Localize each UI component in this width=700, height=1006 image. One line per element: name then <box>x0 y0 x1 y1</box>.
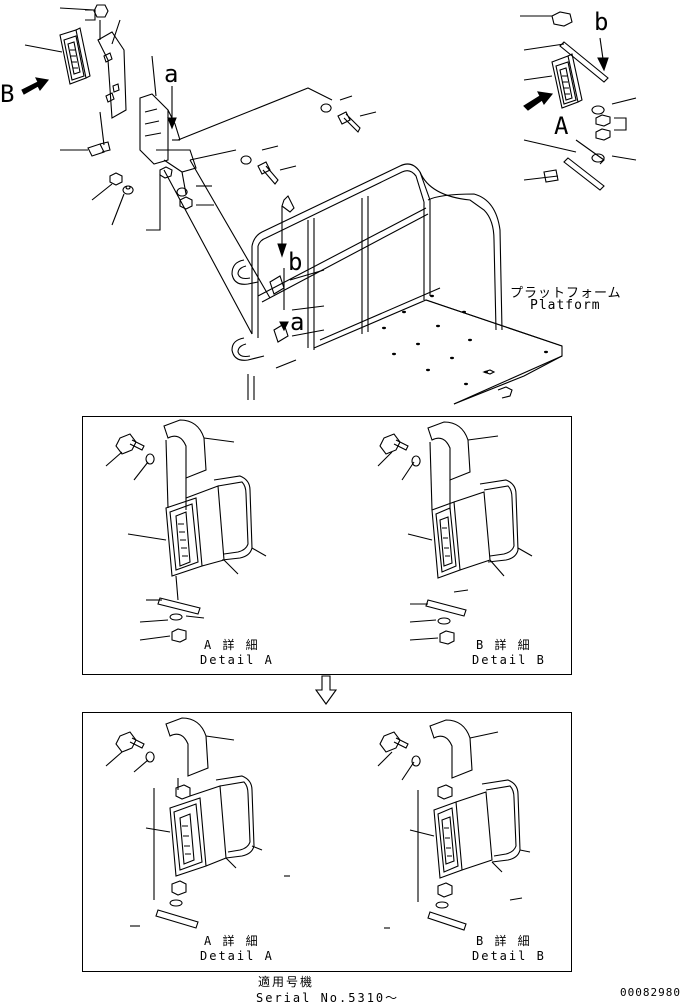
callout-b-top: b <box>594 8 609 36</box>
arrow-a-icon <box>523 91 554 111</box>
callout-a-top: a <box>164 60 179 88</box>
drawing-number: 00082980 <box>620 986 681 999</box>
top-right-assembly <box>520 11 637 191</box>
p1-detail-a-jp: A 詳 細 <box>204 638 260 652</box>
detail-panel-1 <box>82 416 572 675</box>
callout-a-main: a <box>290 308 305 336</box>
panel2-detail-a <box>105 717 290 929</box>
p2-detail-b-en: Detail B <box>472 949 546 963</box>
callout-b-main: b <box>288 248 303 276</box>
panel1-detail-a <box>105 419 267 643</box>
lamp-a-icon <box>551 53 583 109</box>
panel2-detail-b <box>377 719 531 931</box>
p1-detail-a-en: Detail A <box>200 653 274 667</box>
transition-arrow-icon <box>314 675 338 705</box>
callout-a-right: A <box>554 112 569 140</box>
platform-label-jp: プラットフォーム <box>510 286 622 301</box>
p2-detail-a-en: Detail A <box>200 949 274 963</box>
p1-detail-b-en: Detail B <box>472 653 546 667</box>
platform-label-en: Platform <box>530 298 601 313</box>
serial-label-en: Serial No.5310～ <box>256 991 400 1005</box>
arrow-b-icon <box>21 77 50 95</box>
serial-label-jp: 適用号機 <box>258 975 315 989</box>
lamp-b-icon <box>59 27 91 85</box>
detail-panel-2 <box>82 712 572 972</box>
p2-detail-a-jp: A 詳 細 <box>204 934 260 948</box>
panel1-detail-b <box>377 421 533 645</box>
p1-detail-b-jp: B 詳 細 <box>476 638 532 652</box>
callout-b-left: B <box>0 80 15 108</box>
p2-detail-b-jp: B 詳 細 <box>476 934 532 948</box>
top-left-assembly <box>21 4 377 335</box>
platform-railing <box>231 163 563 405</box>
